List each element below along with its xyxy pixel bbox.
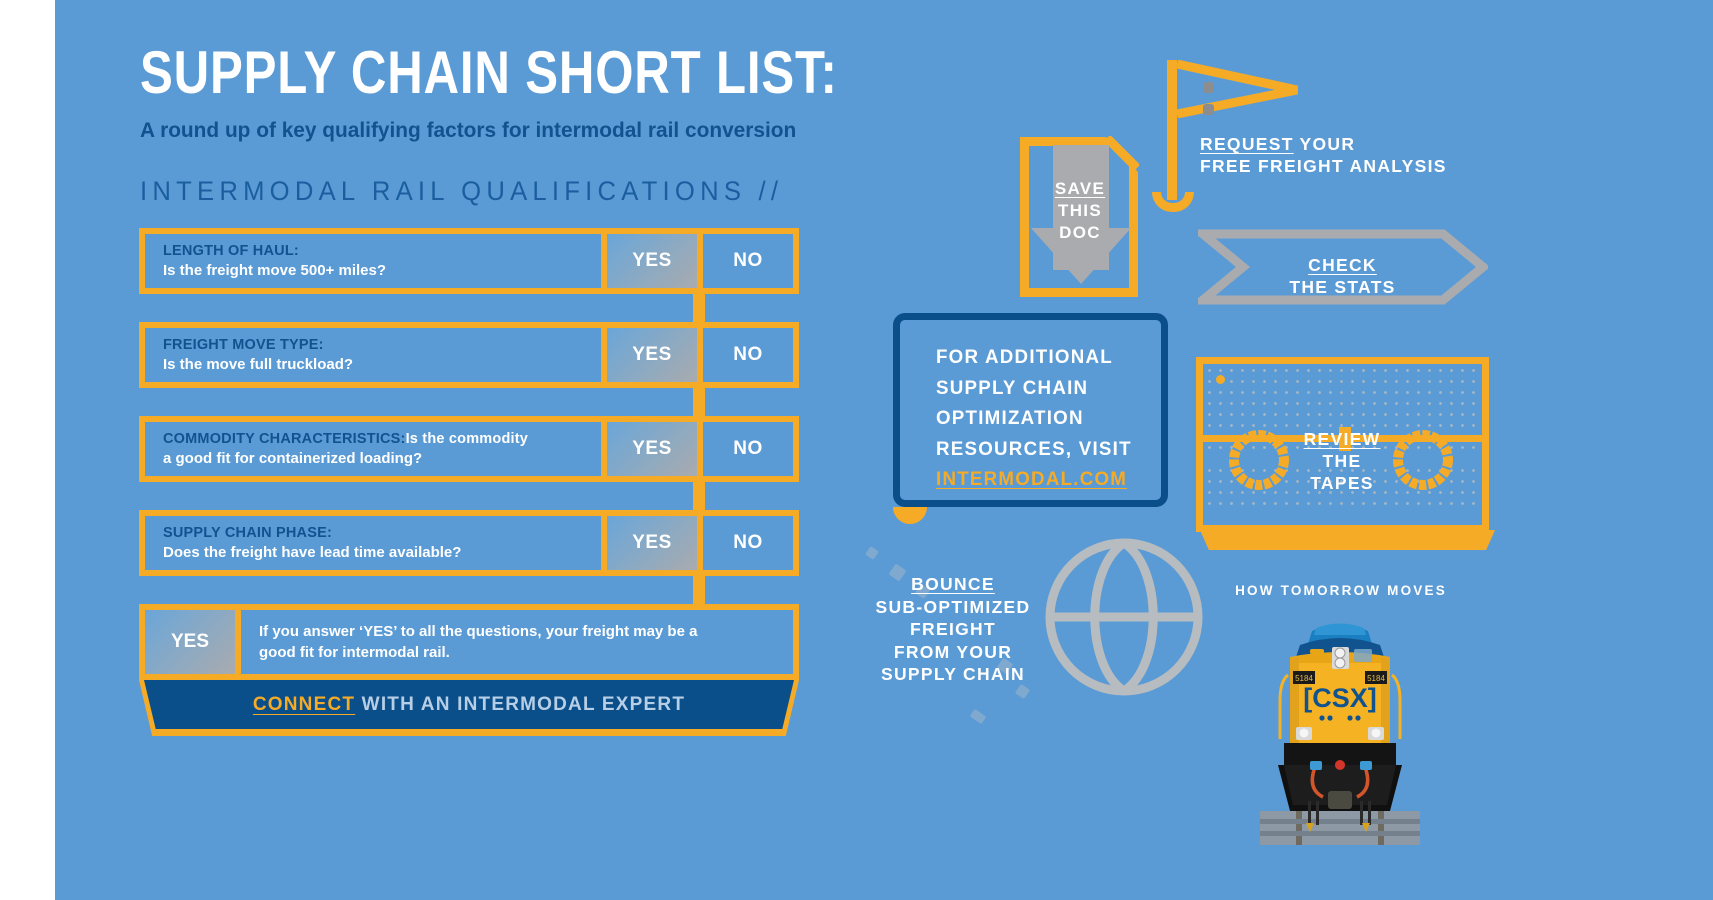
question-body: a good fit for containerized loading?	[163, 449, 423, 467]
question-label: FREIGHT MOVE TYPE:	[163, 336, 324, 353]
document-fold-icon	[1105, 136, 1139, 170]
basketball-icon	[1045, 538, 1203, 696]
document-icon[interactable]	[1020, 136, 1139, 297]
row-connector	[693, 294, 705, 322]
save-doc-line-2: THIS	[1058, 201, 1102, 220]
question-text: LENGTH OF HAUL: Is the freight move 500+…	[145, 234, 601, 288]
connect-banner[interactable]: CONNECT WITH AN INTERMODAL EXPERT	[139, 680, 799, 736]
summary-line-2: good fit for intermodal rail.	[259, 644, 450, 661]
flag-base-icon	[1152, 192, 1194, 212]
connect-banner-inner: CONNECT WITH AN INTERMODAL EXPERT	[144, 680, 794, 729]
bounce-line-3: FREIGHT	[910, 619, 996, 639]
summary-yes-cell: YES	[145, 610, 235, 674]
page-title: SUPPLY CHAIN SHORT LIST:	[140, 39, 838, 106]
row-connector	[693, 482, 705, 510]
motion-speck	[1014, 683, 1031, 700]
bounce-line-2: SUB-OPTIMIZED	[875, 596, 1031, 617]
no-cell[interactable]: NO	[703, 422, 793, 476]
review-tapes-label[interactable]: REVIEW THE TAPES	[1283, 428, 1401, 494]
tapes-line-2: THE	[1322, 451, 1362, 471]
question-label-strong: COMMODITY CHARACTERISTICS:	[163, 430, 406, 447]
cassette-reel-left-icon	[1229, 430, 1289, 490]
request-analysis-label[interactable]: REQUEST YOUR FREE FREIGHT ANALYSIS	[1200, 133, 1500, 177]
flag-pole-icon	[1167, 60, 1177, 200]
unit-number-right: 5184	[1367, 674, 1385, 683]
flag-dot-icon	[1203, 82, 1214, 93]
question-label: LENGTH OF HAUL:	[163, 242, 299, 259]
checklist-row[interactable]: LENGTH OF HAUL: Is the freight move 500+…	[139, 228, 799, 294]
resources-line-3: OPTIMIZATION	[936, 407, 1084, 429]
question-text: SUPPLY CHAIN PHASE: Does the freight hav…	[145, 516, 601, 570]
request-link[interactable]: REQUEST	[1200, 134, 1294, 154]
stats-link[interactable]: CHECK	[1308, 255, 1377, 275]
flag-dot-icon	[1203, 104, 1214, 115]
checklist-row[interactable]: FREIGHT MOVE TYPE: Is the move full truc…	[139, 322, 799, 388]
cassette-nub	[1339, 427, 1351, 451]
yes-cell[interactable]: YES	[607, 516, 697, 570]
stats-line-2: THE STATS	[1289, 277, 1396, 297]
bounce-link[interactable]: BOUNCE	[911, 574, 995, 594]
intermodal-url-link[interactable]: INTERMODAL.COM	[936, 468, 1128, 490]
yes-cell[interactable]: YES	[607, 234, 697, 288]
save-doc-line-3: DOC	[1059, 223, 1101, 242]
bounce-freight-label[interactable]: BOUNCE SUB-OPTIMIZED FREIGHT FROM YOUR S…	[853, 573, 1053, 686]
no-cell[interactable]: NO	[703, 516, 793, 570]
bounce-line-5: SUPPLY CHAIN	[881, 664, 1025, 684]
check-stats-label[interactable]: CHECK THE STATS	[1235, 254, 1450, 298]
summary-line-1: If you answer ‘YES’ to all the questions…	[259, 623, 698, 640]
yes-cell[interactable]: YES	[607, 422, 697, 476]
question-label: SUPPLY CHAIN PHASE:	[163, 524, 332, 541]
question-body: Is the freight move 500+ miles?	[163, 261, 387, 279]
csx-locomotive-image: 5184 5184 [CSX]	[1260, 623, 1420, 845]
resources-line-1: FOR ADDITIONAL	[936, 346, 1113, 368]
connect-rest: WITH AN INTERMODAL EXPERT	[355, 693, 686, 715]
bounce-line-4: FROM YOUR	[893, 641, 1013, 662]
resources-line-2: SUPPLY CHAIN	[936, 376, 1089, 399]
tapes-line-3: TAPES	[1310, 473, 1374, 493]
flag-pennant-icon	[1176, 60, 1298, 118]
page-subtitle: A round up of key qualifying factors for…	[140, 118, 797, 142]
question-body: Is the move full truckload?	[163, 355, 354, 373]
document-outline	[1020, 137, 1138, 297]
save-doc-label[interactable]: SAVE THIS DOC	[1030, 178, 1130, 244]
summary-text: If you answer ‘YES’ to all the questions…	[241, 610, 793, 674]
cassette-outline	[1196, 357, 1489, 532]
question-body: Does the freight have lead time availabl…	[163, 543, 462, 561]
request-line-2: FREE FREIGHT ANALYSIS	[1200, 156, 1447, 176]
cassette-base	[1200, 530, 1495, 550]
checklist-row[interactable]: SUPPLY CHAIN PHASE: Does the freight hav…	[139, 510, 799, 576]
unit-number-left: 5184	[1295, 674, 1313, 683]
resources-line-4: RESOURCES, VISIT	[936, 437, 1132, 460]
question-label: COMMODITY CHARACTERISTICS:Is the commodi…	[163, 430, 601, 449]
question-label-cont: Is the commodity	[405, 430, 529, 447]
chevron-right-icon[interactable]	[1198, 229, 1488, 305]
request-rest: YOUR	[1293, 134, 1356, 154]
tapes-link[interactable]: REVIEW	[1303, 429, 1381, 449]
summary-row: YES If you answer ‘YES’ to all the quest…	[139, 604, 799, 680]
infographic-board: SUPPLY CHAIN SHORT LIST: A round up of k…	[55, 0, 1713, 900]
question-text: COMMODITY CHARACTERISTICS:Is the commodi…	[145, 422, 601, 476]
checklist-row[interactable]: COMMODITY CHARACTERISTICS:Is the commodi…	[139, 416, 799, 482]
brand-tagline: HOW TOMORROW MOVES	[1235, 583, 1447, 598]
save-doc-line-1[interactable]: SAVE	[1054, 179, 1106, 198]
connect-banner-text: CONNECT WITH AN INTERMODAL EXPERT	[253, 694, 685, 716]
question-text: FREIGHT MOVE TYPE: Is the move full truc…	[145, 328, 601, 382]
row-connector	[693, 388, 705, 416]
speech-bubble-tail-icon	[893, 507, 927, 524]
csx-logo: [CSX]	[1303, 683, 1377, 713]
yes-cell[interactable]: YES	[607, 328, 697, 382]
resources-box: FOR ADDITIONAL SUPPLY CHAIN OPTIMIZATION…	[893, 313, 1168, 507]
cassette-tape-icon[interactable]	[1196, 357, 1495, 550]
connect-link[interactable]: CONNECT	[252, 693, 356, 715]
motion-speck	[969, 708, 987, 725]
cassette-indicator-dot	[1216, 375, 1225, 384]
row-connector	[693, 576, 705, 604]
motion-speck	[865, 546, 879, 560]
cassette-reel-right-icon	[1393, 430, 1453, 490]
section-heading: INTERMODAL RAIL QUALIFICATIONS //	[140, 176, 784, 206]
no-cell[interactable]: NO	[703, 328, 793, 382]
no-cell[interactable]: NO	[703, 234, 793, 288]
